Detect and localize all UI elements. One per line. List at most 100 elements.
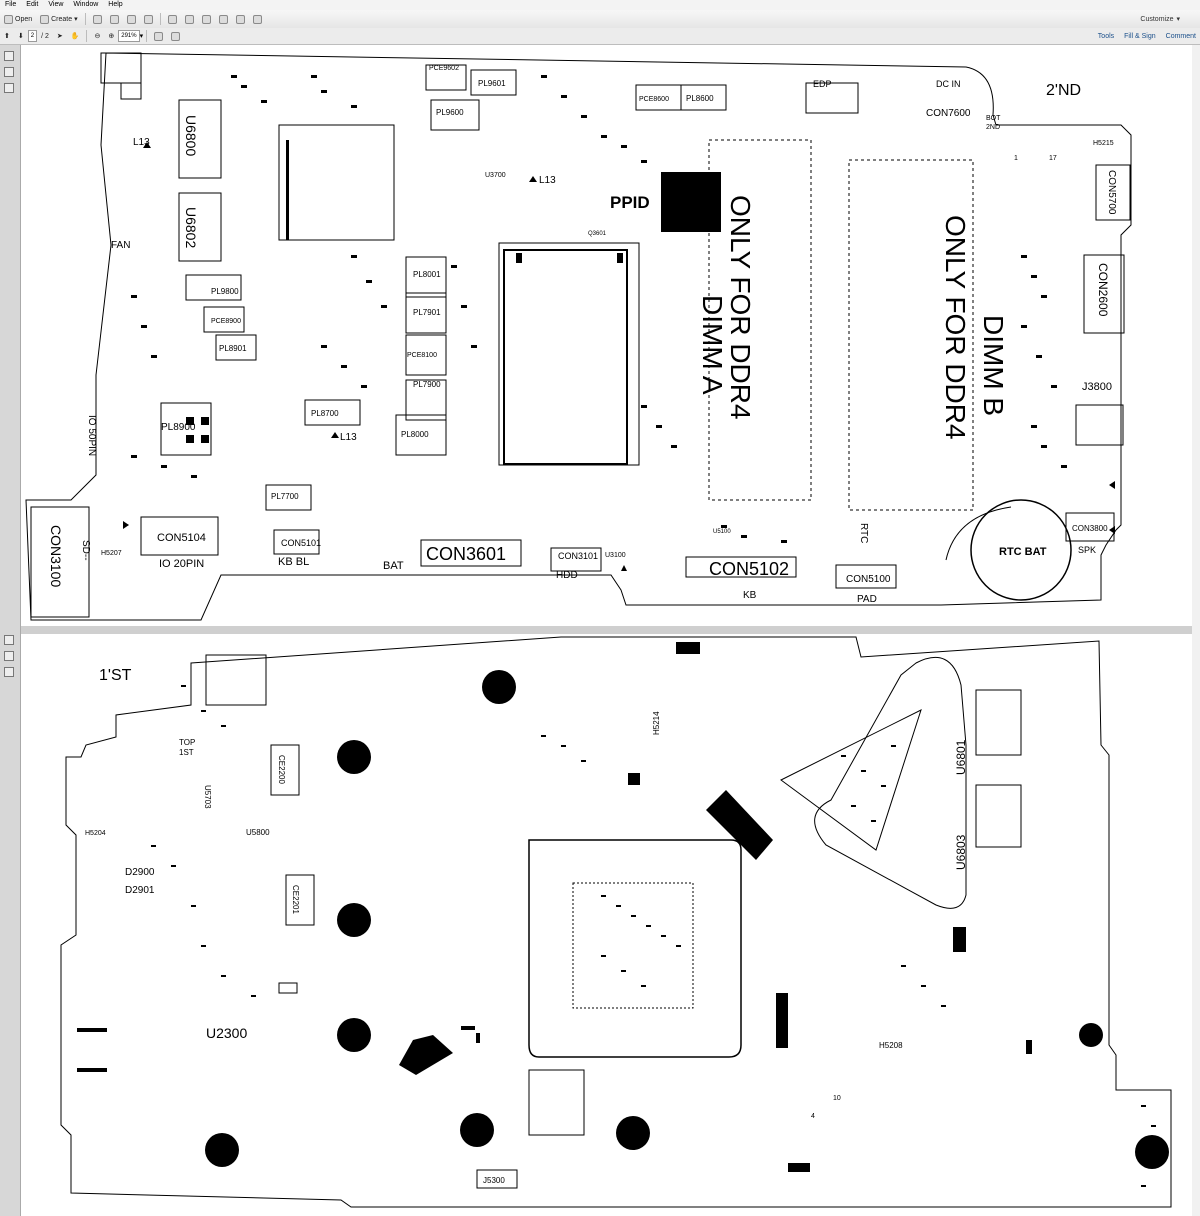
envelope-icon [143,14,153,24]
open-label: Open [15,15,33,23]
hand-tool-button[interactable]: ✋ [67,29,84,43]
export-button[interactable] [249,12,266,26]
menu-file[interactable]: File [5,1,17,8]
page-thumbnails-icon[interactable] [4,51,14,61]
zoom-input[interactable]: 291% [118,30,140,42]
u2300-label: U2300 [206,1025,247,1041]
read-mode-icon [171,31,181,41]
ce2200-label: CE2200 [277,755,286,784]
print-button[interactable] [123,12,140,26]
chevron-down-icon: ▾ [1176,16,1180,23]
navigation-toolbar: ⬆ ⬇ 2 / 2 ➤ ✋ ⊖ ⊕ 291% ▾ Tools Fill & Si… [0,28,1200,45]
d2900-label: D2900 [125,867,155,878]
u6800-label: U6800 [183,115,199,156]
page-number-input[interactable]: 2 [27,30,38,42]
pl7700-label: PL7700 [271,492,299,501]
pcb-schematic: 2'ND PPID ONLY FOR DDR4 DIMM A DIMM B ON… [25,52,1172,1208]
attachments-icon[interactable] [4,667,14,677]
bot-label: BOT [986,115,1001,122]
u5100-label: U5100 [713,529,731,535]
settings-button[interactable] [164,12,181,26]
toolbar-divider [146,30,148,42]
fill-sign-link[interactable]: Fill & Sign [1124,32,1156,40]
sign-button[interactable] [215,12,232,26]
highlight-button[interactable] [198,12,215,26]
right-panel-links: Tools Fill & Sign Comment [1098,28,1196,44]
open-button[interactable]: Open [0,12,36,26]
con3101-label: CON3101 [558,551,598,561]
dc-in-label: DC IN [936,79,961,89]
main-toolbar: Open Create▾ Customize▾ [0,10,1200,29]
j3800-label: J3800 [1082,381,1112,393]
u6803-label: U6803 [954,834,968,870]
select-tool-button[interactable]: ➤ [53,29,67,43]
h5207-label: H5207 [101,550,122,557]
bookmarks-icon[interactable] [4,651,14,661]
bottom-board-small-components [151,685,1156,1187]
con7600-label: CON7600 [926,108,971,119]
con5700-label: CON5700 [1106,170,1117,215]
con2600-label: CON2600 [1096,263,1110,317]
h5214-label: H5214 [652,711,661,735]
menu-view[interactable]: View [48,1,64,8]
comment-tool-button[interactable] [181,12,198,26]
save-button[interactable] [89,12,106,26]
chevron-down-icon[interactable]: ▾ [139,33,144,40]
con3100-label: CON3100 [48,525,64,587]
attachments-icon[interactable] [4,83,14,93]
next-page-button[interactable]: ⬇ [14,29,28,43]
pce9602-label: PCE9602 [429,65,459,72]
side-2nd-label: 2'ND [1046,82,1081,99]
pl7901-label: PL7901 [413,308,441,317]
menu-bar: File Edit View Window Help [0,0,1200,10]
cloud-upload-icon [109,14,119,24]
fit-page-button[interactable] [150,29,167,43]
pce8900-label: PCE8900 [211,318,241,325]
arrow-down-icon: ⬇ [17,33,24,40]
plus-icon: ⊕ [108,33,115,40]
u6802-label: U6802 [183,207,199,248]
arrow-up-icon: ⬆ [4,33,10,40]
bookmarks-icon[interactable] [4,67,14,77]
con5104-label: CON5104 [157,532,206,544]
menu-window[interactable]: Window [73,1,99,8]
page-thumbnails-icon[interactable] [4,635,14,645]
h5208-label: H5208 [879,1041,903,1050]
d2901-label: D2901 [125,885,155,896]
top-board-labels: 2'ND PPID ONLY FOR DDR4 DIMM A DIMM B ON… [48,65,1117,605]
pin17-label: 17 [1049,155,1057,162]
menu-edit[interactable]: Edit [26,1,39,8]
u5703-label: U5703 [203,785,212,809]
read-mode-button[interactable] [167,29,184,43]
zoom-out-button[interactable]: ⊖ [90,29,104,43]
vertical-scrollbar[interactable] [1191,45,1200,1216]
create-pdf-icon [40,14,50,24]
top-board-fills [123,140,1115,571]
comment-link[interactable]: Comment [1165,32,1196,40]
bottom-board-fills [77,642,1169,1172]
rtc-bat-label: RTC BAT [999,546,1047,558]
fit-page-icon [154,31,164,41]
zoom-in-button[interactable]: ⊕ [104,29,118,43]
prev-page-button[interactable]: ⬆ [0,29,14,43]
con5102-label: CON5102 [709,559,789,579]
top-board [25,52,1132,621]
chevron-down-icon: ▾ [74,16,78,23]
dimm-b-line1: DIMM B [978,315,1009,416]
create-button[interactable]: Create▾ [36,12,82,26]
export-icon [252,14,262,24]
pl7900-label: PL7900 [413,380,441,389]
toolbar-divider [84,13,86,25]
stamp-button[interactable] [232,12,249,26]
email-button[interactable] [140,12,157,26]
pl9600-label: PL9600 [436,108,464,117]
menu-help[interactable]: Help [108,1,123,8]
save-icon [92,14,102,24]
upload-button[interactable] [106,12,123,26]
u3100-label: U3100 [605,552,626,559]
l13a-label: L13 [133,137,150,148]
customize-menu[interactable]: Customize▾ [1140,10,1180,28]
pin10-label: 10 [833,1095,841,1102]
q3601-label: Q3601 [588,231,607,237]
tools-link[interactable]: Tools [1097,32,1115,40]
